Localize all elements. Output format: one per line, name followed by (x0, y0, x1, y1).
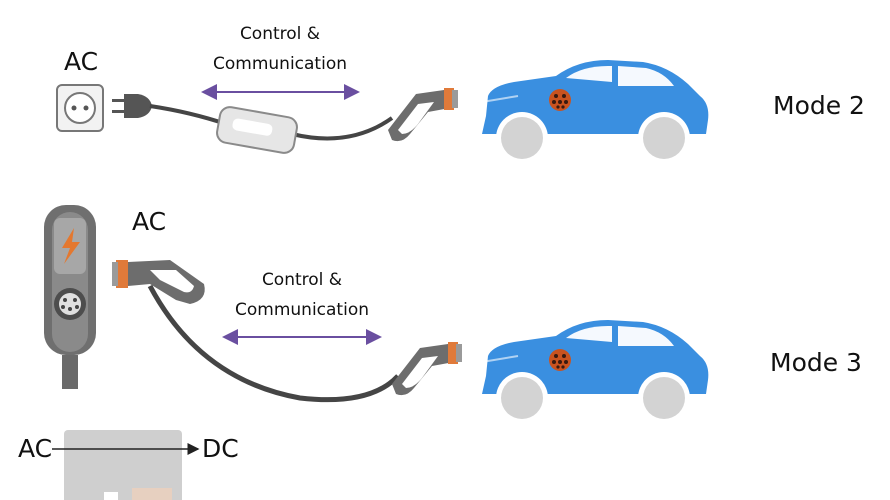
mode3-control-label: Control & Communication (212, 265, 392, 325)
mode2-control-line2: Communication (213, 54, 347, 74)
lightning-icon (62, 228, 80, 264)
mode2-cable-2 (291, 116, 394, 141)
wallbox-icon (44, 205, 96, 389)
station-gun-icon (112, 260, 205, 304)
mode3-label: Mode 3 (770, 348, 862, 377)
charging-gun-icon-2 (392, 342, 462, 396)
car-icon (481, 59, 710, 165)
charger-cabinet-icon (64, 430, 182, 500)
mode2-control-label: Control & Communication (190, 19, 370, 79)
mode4-ac-label: AC (18, 434, 53, 463)
mode2-label: Mode 2 (773, 91, 865, 120)
mode2-ac-label: AC (64, 47, 99, 76)
mode4-dc-label: DC (202, 434, 239, 463)
mode3-cable (147, 284, 400, 403)
wall-socket-icon (56, 84, 104, 132)
plug-icon (112, 94, 152, 118)
mode3-ac-label: AC (132, 207, 167, 236)
car-icon-2 (481, 319, 710, 425)
mode2-cable (149, 104, 227, 126)
mode3-control-line2: Communication (235, 300, 369, 320)
charging-gun-icon (388, 88, 458, 142)
mode3-control-line1: Control & (261, 270, 343, 290)
mode2-control-line1: Control & (239, 24, 321, 44)
control-box-icon (216, 106, 298, 154)
